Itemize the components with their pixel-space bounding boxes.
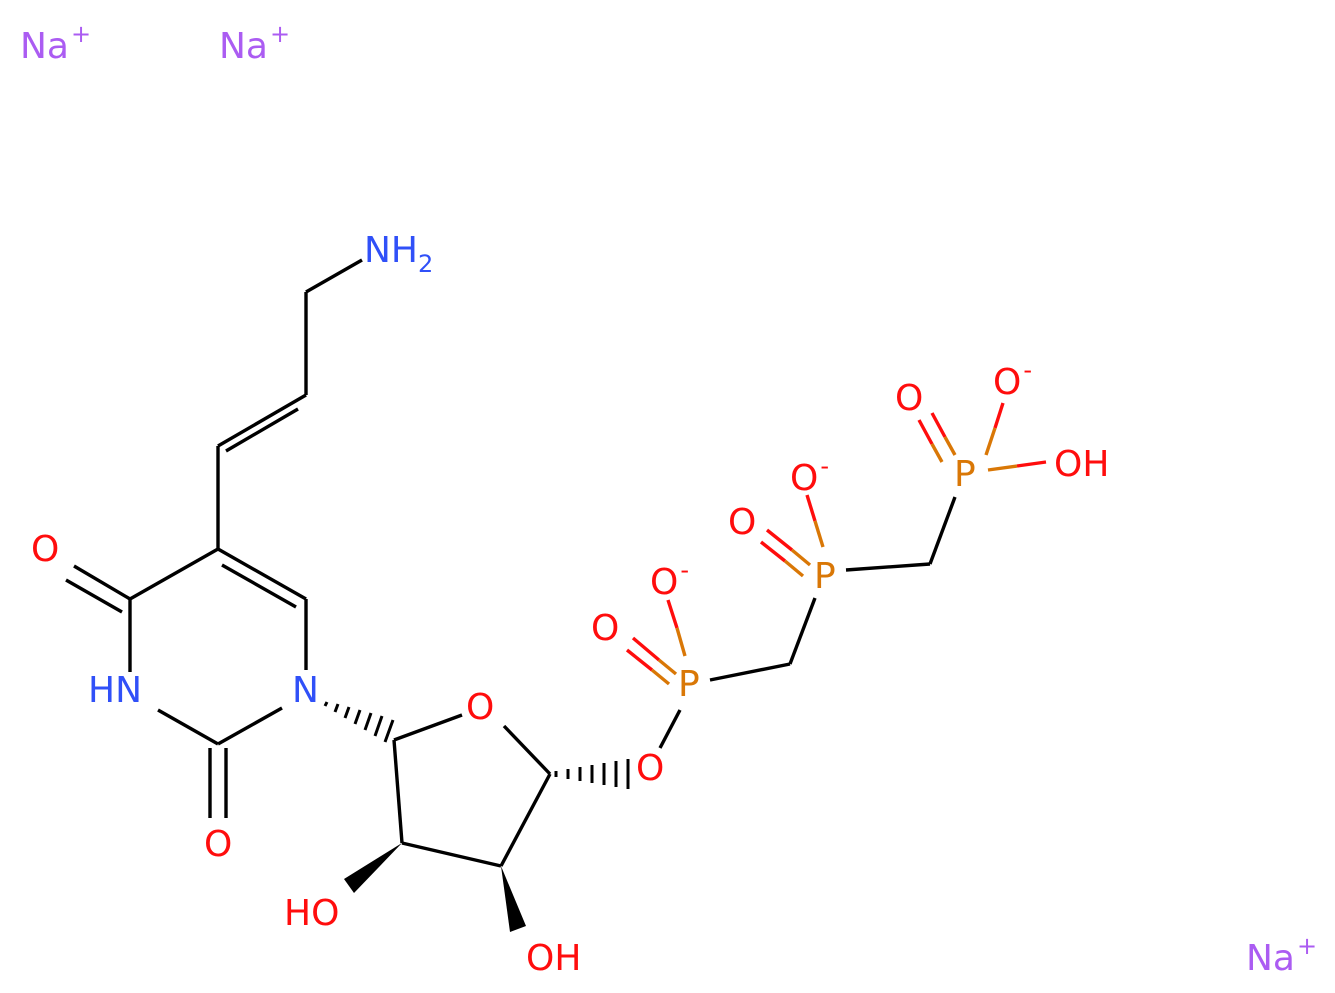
- bonds: [65, 258, 957, 868]
- ring-nitrogen-nh: HN: [88, 670, 142, 711]
- hydroxyl-c2: HO: [284, 893, 339, 934]
- hash-bond-c4-olink: [554, 759, 630, 789]
- p3-o-double-c: [917, 419, 934, 445]
- p1-o-double-d: [650, 668, 671, 686]
- p3-double-oxygen: O: [895, 378, 923, 419]
- p3-o-minus-b: [984, 427, 997, 456]
- bond-c1-oring: [393, 713, 463, 742]
- bond-oring-c4: [502, 724, 552, 776]
- bond-ch-ch-double-a: [217, 393, 307, 448]
- bond-c1-c2: [392, 739, 404, 844]
- p1-o-minus-a: [666, 599, 679, 629]
- bond-c4-c5: [129, 547, 219, 601]
- atom-labels: Na+ Na+ Na+ NH2 N HN O O O O HO OH P O O…: [20, 20, 1317, 979]
- p3-o-double-b: [943, 436, 957, 456]
- p2-o-double-d: [783, 559, 805, 578]
- p2-o-double-c: [759, 540, 787, 563]
- bond-c5-c6-b: [221, 563, 297, 609]
- p3-oxide-anion: O-: [993, 356, 1032, 403]
- p2-o-double-a: [765, 528, 794, 552]
- sodium-ion-3: Na+: [1246, 932, 1317, 979]
- bond-c3-c4: [499, 773, 552, 867]
- bond-c4-o-a: [73, 564, 131, 601]
- bond-n1-c2: [217, 706, 283, 746]
- p1-o-double-c: [625, 648, 654, 672]
- wedge-bond-c3-oh: [501, 866, 526, 932]
- bond-c2-n3: [157, 708, 219, 746]
- hydroxyl-c3: OH: [526, 938, 581, 979]
- p1-o-minus-b: [675, 627, 687, 657]
- sodium-ion-1: Na+: [20, 20, 91, 67]
- ring-nitrogen-n1: N: [292, 670, 319, 711]
- p2-o-minus-a: [805, 494, 817, 522]
- p3-hydroxyl: OH: [1054, 444, 1109, 485]
- p2-double-oxygen: O: [728, 502, 756, 543]
- p3-oh-a: [987, 464, 1018, 472]
- po-bonds: [625, 402, 1047, 686]
- phosphorus-2: P: [814, 556, 836, 597]
- stereo-bonds: [323, 701, 630, 932]
- p2-o-minus-b: [813, 520, 825, 548]
- p1-double-oxygen: O: [591, 608, 619, 649]
- bond-c2-c3: [401, 841, 502, 868]
- wedge-bond-c2-oh: [344, 843, 402, 893]
- p1-o-double-b: [657, 658, 678, 676]
- bond-olink-p1: [658, 709, 682, 749]
- phosphorus-1: P: [678, 664, 700, 705]
- bond-ch2-p2: [788, 597, 817, 665]
- bond-p1-ch2: [709, 662, 791, 682]
- p3-o-double-d: [930, 443, 944, 463]
- bond-c4-o-b: [65, 578, 123, 614]
- p3-o-double-a: [930, 412, 947, 438]
- bond-ch-ch-double-b: [225, 407, 299, 453]
- sodium-ion-2: Na+: [219, 20, 290, 67]
- p2-oxide-anion: O-: [790, 452, 829, 499]
- p1-o-double-a: [631, 636, 661, 662]
- ring-oxygen: O: [466, 687, 494, 728]
- linking-oxygen: O: [636, 748, 664, 789]
- carbonyl-oxygen-c2: O: [204, 824, 232, 865]
- bond-n-ch2: [305, 258, 363, 294]
- amine-group: NH2: [364, 230, 433, 278]
- hash-bond-n1-c1: [323, 701, 395, 743]
- phosphorus-3: P: [954, 454, 976, 495]
- p1-oxide-anion: O-: [650, 556, 689, 603]
- bond-p2-ch2: [845, 562, 931, 572]
- carbonyl-oxygen-c4: O: [31, 529, 59, 570]
- p3-oh-b: [1016, 460, 1047, 468]
- bond-ch2-p3: [928, 496, 957, 565]
- p3-o-minus-a: [993, 402, 1005, 429]
- p2-o-double-b: [790, 548, 812, 567]
- bond-c5-c6-a: [217, 547, 307, 601]
